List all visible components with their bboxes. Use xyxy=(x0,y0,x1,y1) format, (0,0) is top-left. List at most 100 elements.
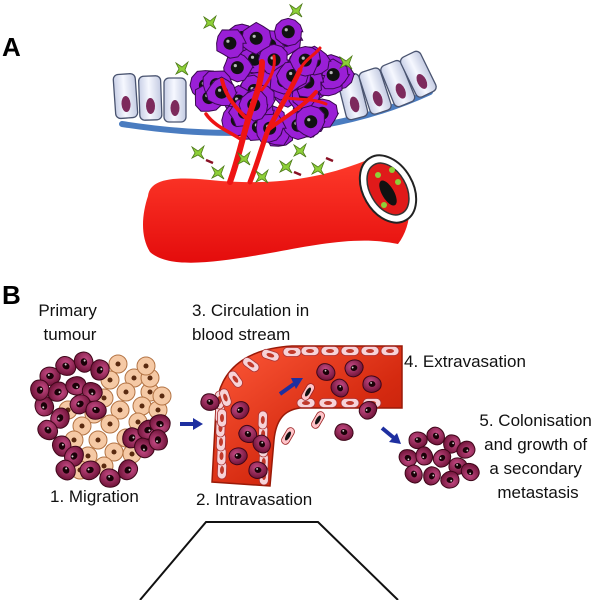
cancer-cell xyxy=(30,379,50,401)
endothelial-cell xyxy=(320,346,340,356)
endothelial-cell xyxy=(318,398,338,408)
arrow-migration-head xyxy=(193,418,203,430)
epithelial-layer-left xyxy=(112,73,187,123)
endothelial-cell xyxy=(227,370,243,388)
arrow-circulation xyxy=(278,382,296,396)
growth-factor xyxy=(190,144,205,160)
cancer-cell xyxy=(456,440,476,459)
growth-factor xyxy=(310,160,325,176)
cancer-cell xyxy=(252,434,271,454)
signal-molecule xyxy=(293,170,302,177)
cancer-cell xyxy=(443,434,461,454)
cancer-cell xyxy=(362,375,382,393)
cancer-cell xyxy=(415,446,434,466)
endothelial-cell xyxy=(380,346,400,356)
normal-cell xyxy=(116,382,136,402)
cancer-cell xyxy=(344,359,364,378)
cancer-cell xyxy=(65,376,87,396)
cancer-cell xyxy=(330,378,349,398)
cancer-cell xyxy=(440,470,460,489)
growth-factors xyxy=(174,2,353,184)
intravasation-label: 2. Intravasation xyxy=(196,490,312,509)
cancer-cell xyxy=(50,407,70,429)
panel-b-letter: B xyxy=(2,280,21,310)
primary-tumour-cluster xyxy=(30,351,172,488)
cropped-outline-shape xyxy=(139,521,399,600)
cancer-cell xyxy=(460,462,480,482)
normal-cell xyxy=(108,354,128,374)
endothelial-cell xyxy=(215,432,227,452)
cancer-cell xyxy=(200,393,220,411)
endothelial-cell xyxy=(216,446,227,466)
growth-factor xyxy=(174,60,189,76)
growth-factor xyxy=(338,54,353,70)
circulating-tumour-cells xyxy=(200,359,382,479)
primary-tumour-label: Primary tumour xyxy=(38,301,101,344)
tumour-cell xyxy=(295,105,326,139)
endothelial-cell xyxy=(217,408,227,428)
arrow-extravasation xyxy=(380,426,396,440)
cancer-cell xyxy=(404,464,423,484)
cancer-cell xyxy=(148,429,168,451)
normal-cell xyxy=(132,396,152,416)
cancer-cell xyxy=(85,400,107,420)
tumour-vasculature xyxy=(204,46,328,185)
cancer-cell xyxy=(79,460,101,481)
growth-factor xyxy=(202,14,217,30)
cancer-cell xyxy=(73,351,94,373)
cancer-cell xyxy=(248,461,268,479)
endothelial-cell xyxy=(257,410,268,430)
cancer-cell xyxy=(238,424,258,443)
cancer-cell xyxy=(55,459,76,481)
migration-label: 1. Migration xyxy=(50,487,139,506)
cancer-cell xyxy=(149,414,171,434)
tumour-cell xyxy=(273,17,304,47)
normal-cell xyxy=(88,430,108,450)
epithelial-cell xyxy=(112,73,139,120)
cancer-cell xyxy=(55,356,77,376)
normal-cell xyxy=(100,414,120,434)
endothelial-cell xyxy=(296,398,316,408)
cancer-cell xyxy=(34,395,55,417)
endothelial-cell xyxy=(282,347,302,357)
epithelial-cell xyxy=(163,77,187,123)
cancer-cell xyxy=(228,447,248,466)
cancer-cell xyxy=(358,401,378,420)
process-arrows xyxy=(180,378,401,444)
endothelial-cell xyxy=(340,398,360,408)
cancer-cell xyxy=(423,466,441,486)
endothelial-cell xyxy=(300,346,320,356)
epithelial-cell xyxy=(137,75,163,121)
cancer-cell xyxy=(316,363,336,381)
cancer-cell xyxy=(230,401,250,420)
endothelial-cell xyxy=(340,346,360,356)
cancer-cell xyxy=(39,366,61,386)
growth-factor xyxy=(288,2,303,18)
endothelial-cell xyxy=(242,357,260,373)
cancer-cell xyxy=(334,423,354,441)
cancer-cell xyxy=(426,426,445,446)
cancer-cell xyxy=(118,459,139,481)
tumour-cell xyxy=(216,29,248,59)
normal-cell xyxy=(78,446,98,466)
normal-cell xyxy=(152,386,172,406)
cancer-cell xyxy=(90,359,110,381)
epithelial-layer-right xyxy=(337,50,437,121)
endothelial-cell xyxy=(261,348,280,362)
panel-b: B Primary tumour 3. Circulation in blood… xyxy=(2,280,596,600)
cancer-cell xyxy=(408,431,428,449)
circulation-label: 3. Circulation in blood stream xyxy=(192,301,314,344)
endothelial-cell xyxy=(219,388,232,407)
arrow-circulation-head xyxy=(291,378,303,389)
cancer-cell xyxy=(432,449,452,468)
cancer-cell xyxy=(37,419,58,441)
epithelial-cell xyxy=(399,50,437,98)
secondary-metastasis xyxy=(398,426,480,489)
signal-molecule xyxy=(325,156,334,163)
cancer-cell xyxy=(99,468,121,488)
normal-cell xyxy=(104,442,124,462)
growth-factor xyxy=(236,150,251,166)
endothelial-cell xyxy=(360,346,380,356)
colonisation-label: 5. Colonisation and growth of a secondar… xyxy=(479,411,596,502)
normal-cell xyxy=(136,356,156,376)
